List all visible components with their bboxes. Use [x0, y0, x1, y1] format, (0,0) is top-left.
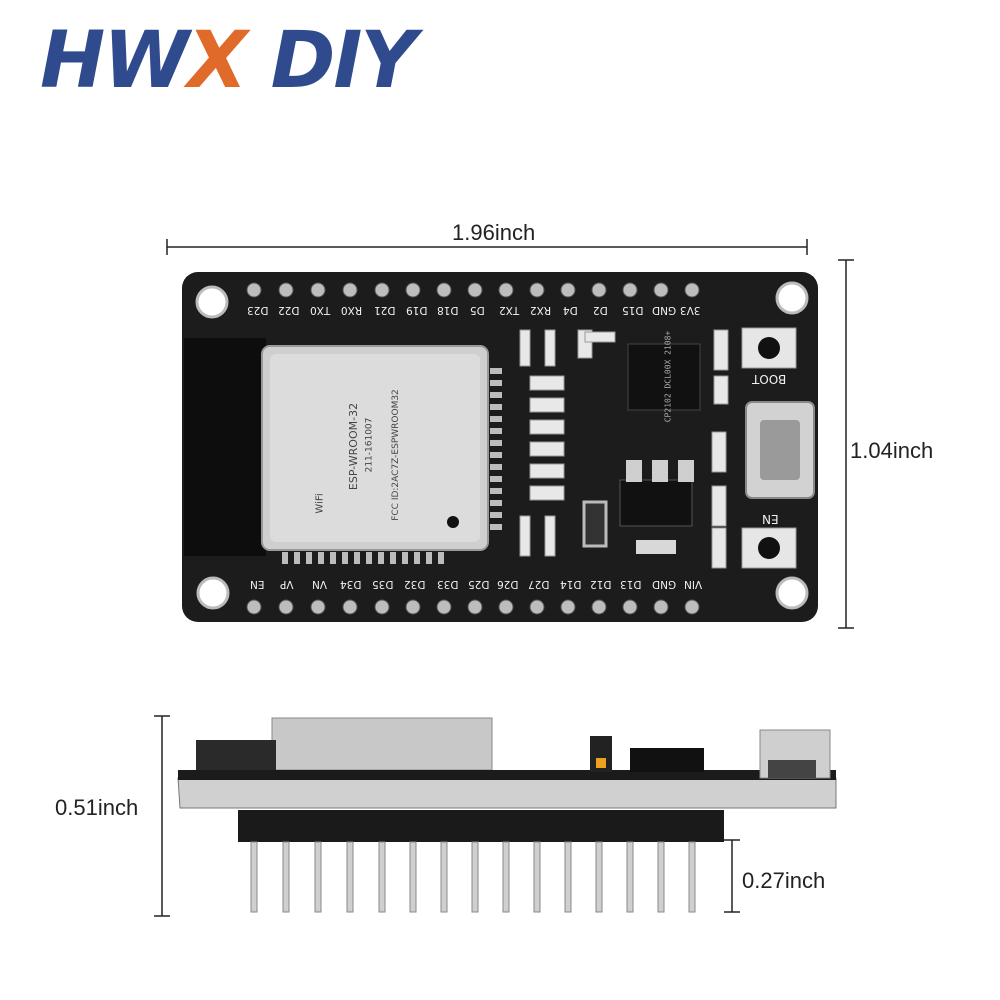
side-view-board [177, 717, 837, 809]
pin-label-d2: D2 [593, 304, 608, 316]
height-dimension-line [838, 259, 854, 629]
height-label: 1.04inch [850, 438, 934, 463]
width-label: 1.96inch [452, 220, 536, 245]
side-header-plastic [238, 810, 724, 842]
thickness-dimension-line [154, 715, 170, 917]
mount-hole-tl [195, 285, 229, 319]
voltage-regulator [619, 479, 693, 527]
tantalum-cap [582, 500, 608, 548]
pin-label-gnd-bottom: GND [652, 578, 677, 590]
pin-label-vn: VN [312, 578, 328, 590]
pin-label-rx0: RX0 [341, 304, 363, 316]
pin-label-d4: D4 [563, 304, 578, 316]
module-pads-right [490, 368, 502, 530]
mount-hole-br [775, 576, 809, 610]
pin-label-3v3: 3V3 [680, 304, 701, 316]
pin-label-d22: D22 [278, 304, 300, 316]
side-view-pins [250, 841, 696, 913]
pin-label-tx2: TX2 [499, 304, 520, 316]
logo-part-3: DIY [245, 16, 417, 106]
pin-label-d12: D12 [590, 578, 612, 590]
pin-label-tx0: TX0 [310, 304, 331, 316]
bottom-pin-header [246, 599, 700, 615]
pin-length-label: 0.27inch [742, 868, 826, 893]
pin-label-en: EN [250, 578, 265, 590]
pin-label-d27: D27 [528, 578, 550, 590]
pin-label-d15: D15 [622, 304, 644, 316]
module-fcc: FCC ID:2AC7Z-ESPWROOM32 [390, 389, 401, 521]
width-dimension-line [166, 239, 808, 255]
module-label: ESP-WROOM-32 [347, 402, 361, 491]
boot-button-graphic [741, 327, 797, 369]
module-pads-bottom [282, 552, 444, 564]
boot-button-label: BOOT [752, 372, 787, 386]
pin-label-vp: VP [280, 578, 294, 590]
mount-hole-tr [775, 281, 809, 315]
pin-label-rx2: RX2 [530, 304, 552, 316]
en-button-graphic [741, 527, 797, 569]
smd-components [519, 329, 729, 569]
logo-part-1: HW [40, 16, 189, 106]
pin-label-d19: D19 [406, 304, 428, 316]
pin-label-d33: D33 [437, 578, 459, 590]
usb-serial-chip [627, 343, 701, 411]
pin-label-d5: D5 [470, 304, 485, 316]
pin-label-d35: D35 [372, 578, 394, 590]
pin-label-d21: D21 [374, 304, 396, 316]
module-wifi-mark: WiFi [314, 493, 326, 514]
pin-label-d26: D26 [497, 578, 519, 590]
pin-label-d14: D14 [560, 578, 582, 590]
module-dot [447, 516, 459, 528]
mount-hole-bl [196, 576, 230, 610]
chip-label: CP2102 DCL00X 2108+ [663, 330, 673, 423]
module-id: 211-161007 [364, 417, 375, 473]
logo-part-2: X [187, 16, 247, 106]
top-pin-header [246, 282, 700, 298]
antenna-area [184, 338, 266, 556]
pin-label-d23: D23 [247, 304, 269, 316]
pin-length-dimension-line [724, 839, 740, 913]
pin-label-d34: D34 [340, 578, 362, 590]
thickness-label: 0.51inch [55, 795, 139, 820]
pin-label-d25: D25 [468, 578, 490, 590]
pin-label-gnd-top: GND [652, 304, 677, 316]
brand-logo: HWX DIY [40, 22, 417, 100]
pin-label-d32: D32 [404, 578, 426, 590]
pin-label-d13: D13 [620, 578, 642, 590]
pin-label-vin: VIN [684, 578, 703, 590]
en-button-label: EN [762, 512, 779, 526]
pin-label-d18: D18 [437, 304, 459, 316]
